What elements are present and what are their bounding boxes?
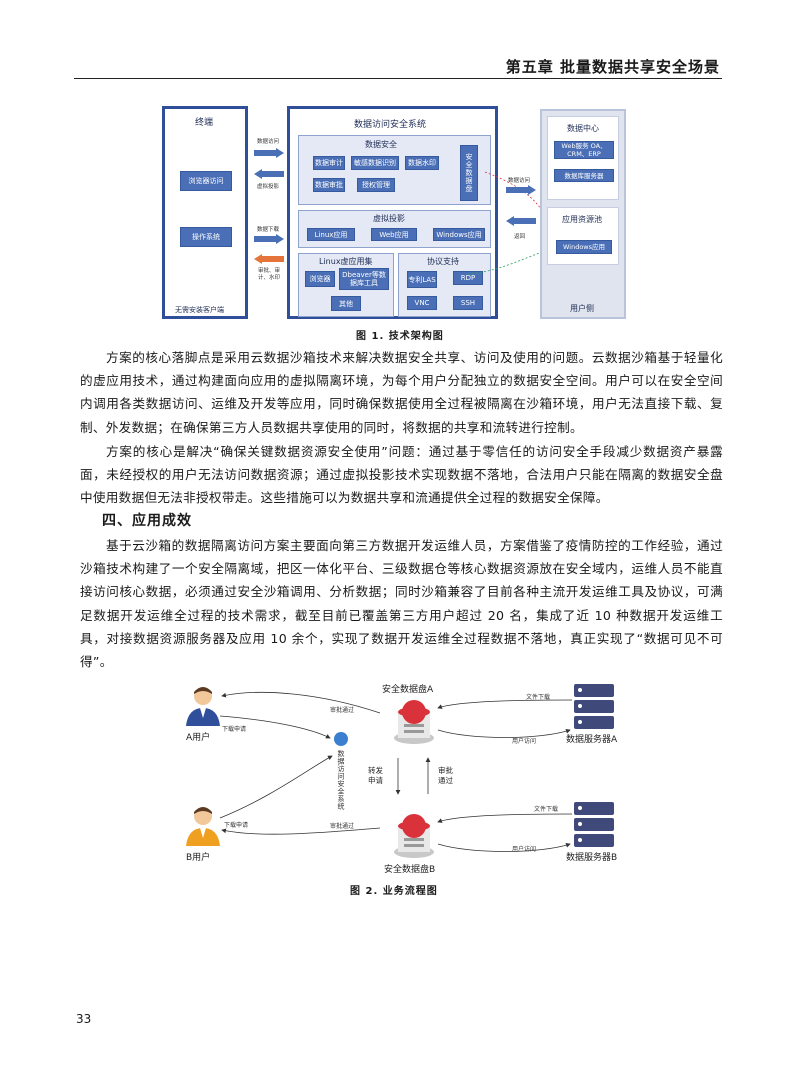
disk-a-icon	[392, 698, 436, 750]
paragraph-1: 方案的核心落脚点是采用云数据沙箱技术来解决数据安全共享、访问及使用的问题。云数据…	[80, 350, 723, 435]
section-title: 四、应用成效	[102, 513, 192, 529]
web-app-chip: Web应用	[371, 228, 417, 241]
chapter-title: 第五章 批量数据共享安全场景	[505, 58, 720, 76]
linux-app-set-title: Linux虚应用集	[319, 257, 373, 266]
user-access-b: 用户访问	[512, 846, 537, 853]
data-approval-chip: 数据审批	[313, 178, 345, 192]
server-a-icon	[574, 684, 614, 734]
user-a-icon	[184, 684, 222, 730]
ssh-chip: SSH	[453, 296, 483, 310]
server-b-icon	[574, 802, 614, 852]
user-b-icon	[184, 804, 222, 850]
system-title: 数据访问安全系统	[354, 120, 427, 130]
virtual-projection-title: 虚拟投影	[373, 214, 405, 223]
linux-app-set-block: Linux虚应用集 浏览器 Dbeaver等数据库工具 其他	[298, 253, 394, 317]
secure-disk-chip: 安全数据盘	[460, 145, 478, 201]
other-chip: 其他	[331, 296, 361, 311]
left-arrow-icon	[254, 169, 284, 179]
disk-b-label: 安全数据盘B	[384, 865, 436, 875]
db-server-chip: 数据库服务器	[554, 169, 614, 182]
left-arrow-icon	[506, 216, 536, 226]
user-a-label: A用户	[186, 733, 211, 743]
right-arrow-icon	[254, 148, 284, 158]
disk-a-label: 安全数据盘A	[382, 685, 434, 695]
authorization-chip: 授权管理	[357, 178, 395, 192]
flow-arrows	[219, 691, 573, 852]
page-number: 33	[76, 1012, 92, 1026]
terminal-title: 终端	[195, 118, 214, 128]
data-audit-chip: 数据审计	[313, 156, 345, 170]
paragraph-3: 基于云沙箱的数据隔离访问方案主要面向第三方数据开发运维人员，方案借鉴了疫情防控的…	[80, 538, 723, 670]
paragraph-2: 方案的核心是解决“确保关键数据资源安全使用”问题：通过基于零信任的访问安全手段减…	[80, 444, 723, 506]
browser-chip: 浏览器	[305, 271, 335, 287]
virtual-projection-block: 虚拟投影 Linux应用 Web应用 Windows应用	[298, 210, 491, 248]
app-pool-title: 应用资源池	[562, 215, 602, 224]
download-request-a: 下载申请	[222, 726, 247, 733]
server-b-label: 数据服务器B	[566, 853, 618, 863]
file-download-b: 文件下载	[534, 806, 559, 813]
approved-a-label: 审批通过	[330, 707, 355, 714]
data-center-title: 数据中心	[567, 124, 599, 133]
browser-access-chip: 浏览器访问	[180, 171, 232, 191]
business-flow-diagram: A用户 下载申请 B用户 下载申请 数据访问安全系统 转发申请 审批通过 安全数…	[170, 678, 630, 875]
windows-app-chip: Windows应用	[433, 228, 485, 241]
vnc-chip: VNC	[407, 296, 437, 310]
data-download-label: 数据下载	[257, 227, 280, 233]
center-system-label: 数据访问安全系统	[337, 750, 345, 810]
right-arrow-icon	[506, 185, 536, 195]
approve-pass-label: 审批通过	[438, 766, 453, 785]
server-a-label: 数据服务器A	[566, 735, 618, 745]
audit-note-label: 审批、审计、水印	[258, 268, 281, 281]
header-rule	[74, 78, 722, 79]
right-arrow-icon	[254, 234, 284, 244]
file-download-a: 文件下载	[526, 694, 551, 701]
web-service-chip: Web服务 OA、CRM、ERP	[554, 141, 614, 159]
las-chip: 专利LAS	[407, 271, 437, 288]
app-pool-block: 应用资源池 Windows应用	[547, 207, 619, 265]
figure2-caption: 图 2. 业务流程图	[350, 886, 438, 897]
rdp-chip: RDP	[453, 271, 483, 285]
right-data-access-label: 数据访问	[508, 178, 531, 184]
disk-b-icon	[392, 812, 436, 864]
protocol-block: 协议支持 专利LAS RDP VNC SSH	[398, 253, 491, 317]
dbeaver-chip: Dbeaver等数据库工具	[339, 268, 389, 290]
download-request-b: 下载申请	[224, 822, 249, 829]
architecture-diagram: 终端 浏览器访问 操作系统 无需安装客户端 数据访问 虚拟投影 数据下载 审批、…	[162, 106, 627, 322]
user-side-panel: 数据中心 Web服务 OA、CRM、ERP 数据库服务器 应用资源池 Windo…	[540, 109, 626, 319]
user-side-footer: 用户侧	[570, 304, 594, 313]
terminal-footer: 无需安装客户端	[175, 306, 224, 314]
forward-request-label: 转发申请	[368, 766, 383, 785]
protocol-title: 协议支持	[427, 257, 459, 266]
pool-windows-app-chip: Windows应用	[556, 240, 612, 254]
data-security-title: 数据安全	[365, 140, 397, 149]
system-logo-icon	[334, 732, 348, 746]
sensitive-data-chip: 敏感数据识别	[351, 156, 399, 170]
left-arrow-icon	[254, 254, 284, 264]
return-label: 返回	[514, 234, 526, 240]
approved-b-label: 审批通过	[330, 823, 355, 830]
security-system-panel: 数据访问安全系统 数据安全 数据审计 敏感数据识别 数据水印 数据审批 授权管理…	[287, 106, 498, 319]
data-access-label: 数据访问	[257, 139, 280, 145]
user-access-a: 用户访问	[512, 738, 537, 745]
watermark-chip: 数据水印	[405, 156, 439, 170]
figure1-caption: 图 1. 技术架构图	[356, 331, 444, 342]
user-b-label: B用户	[186, 853, 211, 863]
virtual-projection-label: 虚拟投影	[257, 184, 280, 190]
os-chip: 操作系统	[180, 227, 232, 247]
data-center-block: 数据中心 Web服务 OA、CRM、ERP 数据库服务器	[547, 116, 619, 200]
terminal-panel: 终端 浏览器访问 操作系统 无需安装客户端	[162, 106, 248, 319]
data-security-block: 数据安全 数据审计 敏感数据识别 数据水印 数据审批 授权管理 安全数据盘	[298, 135, 491, 205]
linux-app-chip: Linux应用	[307, 228, 355, 241]
